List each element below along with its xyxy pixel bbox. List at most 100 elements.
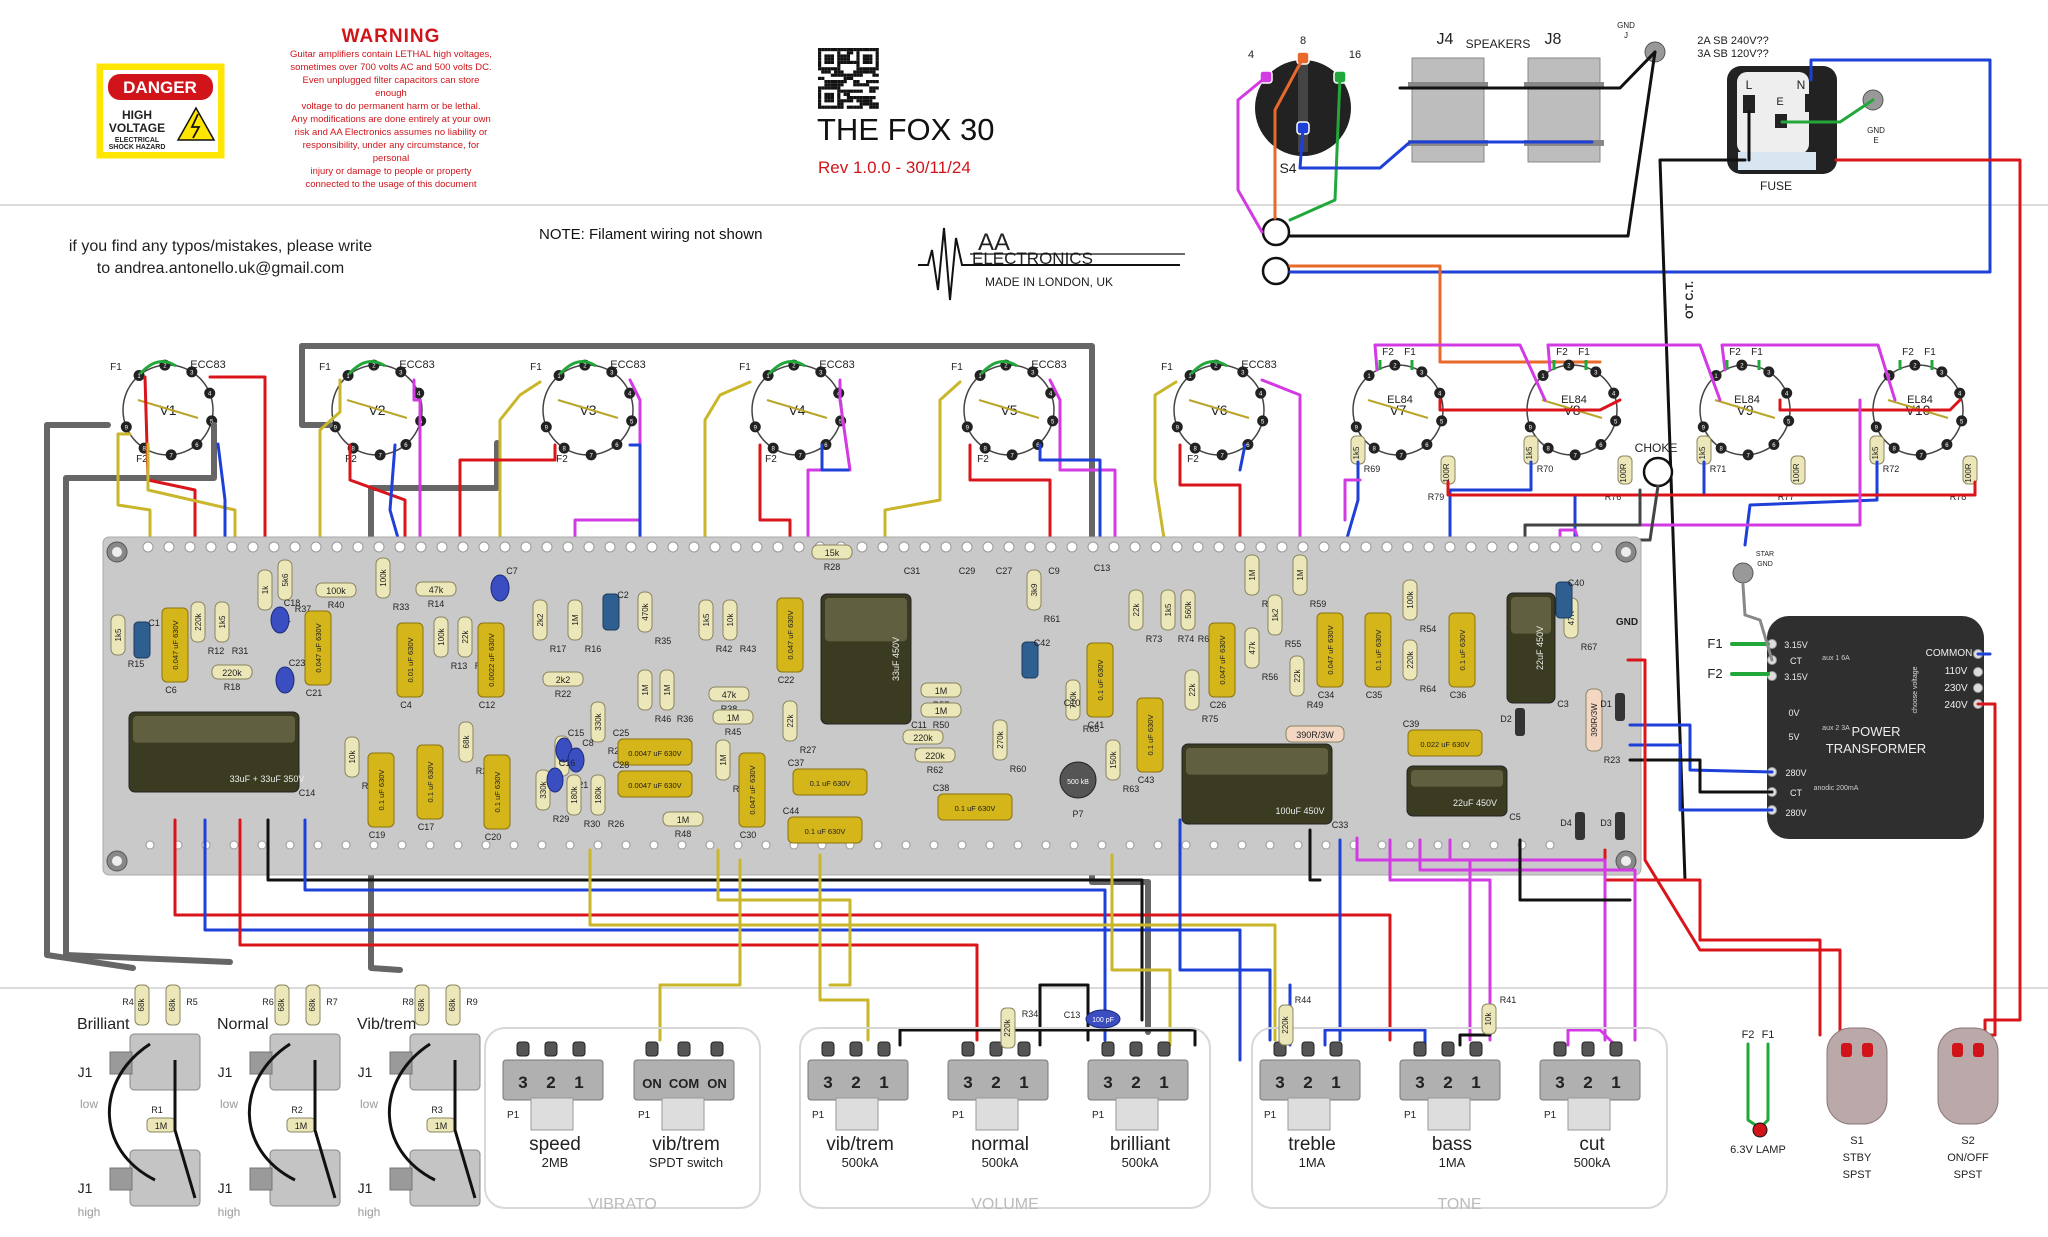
aux2-tap: 0V (1788, 708, 1799, 718)
pin-number: 1 (346, 374, 350, 380)
solder-pad (1444, 541, 1456, 553)
pot-name: bass (1432, 1134, 1472, 1155)
electrolytic-sheen (133, 716, 295, 743)
aux1-label: aux 1 6A (1822, 655, 1850, 662)
input-v-c: 1M (295, 1121, 308, 1131)
pot-value: 2MB (542, 1155, 569, 1170)
tube-pin (1006, 449, 1018, 461)
grey-wire (1523, 488, 1642, 547)
resistor-body (458, 721, 474, 763)
qr-module (837, 64, 841, 68)
qr-module (866, 83, 870, 87)
tube-v5: 123456789V5ECC83F1F2 (951, 359, 1067, 465)
resistor-id: R78 (1950, 492, 1967, 502)
tube-pin (1537, 370, 1549, 382)
pin-number: 7 (1919, 453, 1923, 459)
tube-pin (1189, 442, 1201, 454)
electrolytic-value: 33uF 450V (891, 637, 901, 681)
pot-value: SPDT switch (649, 1155, 723, 1170)
resistor-body (190, 601, 206, 643)
qr-module (837, 51, 841, 55)
transformer-lug (1973, 683, 1983, 693)
pot-p: P1 (507, 1110, 520, 1121)
diode-id: D4 (1560, 818, 1572, 828)
magenta-wire (1578, 398, 1862, 527)
input-v-c: 1M (155, 1121, 168, 1131)
tube-type: EL84 (1387, 394, 1413, 406)
danger-high: HIGH (122, 108, 152, 122)
aux2-tap: 5V (1788, 732, 1799, 742)
resistor-id: R64 (1420, 684, 1437, 694)
pot-pin: 1 (1611, 1073, 1620, 1092)
pin-number: 6 (1772, 443, 1776, 449)
solder-pad (919, 541, 931, 553)
resistor-value: 10k (726, 613, 735, 627)
pot-shaft (1115, 1097, 1159, 1131)
tube-wire (703, 380, 752, 547)
pot-pin: 1 (1471, 1073, 1480, 1092)
qr-module (853, 105, 857, 109)
resistor-body (1292, 554, 1308, 596)
pot-p: P1 (952, 1110, 965, 1121)
qr-module (853, 48, 857, 52)
qr-module (837, 86, 841, 90)
pin-number: 2 (1740, 364, 1744, 370)
resistor-value: 1M (677, 815, 690, 825)
tube-pin (624, 387, 636, 399)
tube-wire (318, 378, 342, 547)
component-id: C42 (1034, 638, 1051, 648)
yellow-wire (818, 853, 870, 1042)
qr-module (850, 60, 854, 64)
diode-body (1615, 812, 1625, 840)
tube-v2: 123456789V2ECC83F1F2 (319, 359, 435, 465)
electrolytic-value: 33uF + 33uF 350V (230, 774, 305, 784)
tube-wire (1038, 443, 1102, 547)
film-cap-body (617, 738, 693, 766)
c13-value: 100 pF (1092, 1017, 1114, 1024)
resistor-value: 180k (570, 785, 579, 803)
qr-module (830, 99, 834, 103)
shielded-cable (44, 422, 136, 971)
tube-pin (1216, 449, 1228, 461)
solder-pad (478, 541, 490, 553)
tube-pin (1936, 366, 1948, 378)
solder-pad (453, 840, 463, 850)
resistor-id: R76 (1605, 492, 1622, 502)
tube-pin (961, 421, 973, 433)
input-jack (269, 1033, 341, 1091)
tube-v3: 123456789V3ECC83F1F2 (530, 359, 646, 465)
pin-number: 9 (1702, 425, 1706, 431)
qr-module (869, 99, 873, 103)
resistor-value: 100k (326, 586, 346, 596)
tube-pin (767, 442, 779, 454)
pin-number: 5 (630, 419, 634, 425)
qr-module (866, 102, 870, 106)
qr-module (830, 67, 834, 71)
qr-module (850, 51, 854, 55)
diode-body (1615, 693, 1625, 721)
pot-shaft (661, 1097, 705, 1131)
pot-pin: 2 (1443, 1073, 1452, 1092)
resistor-id: R36 (677, 714, 694, 724)
pot-lug (1301, 1041, 1315, 1057)
pin-number: 4 (1958, 392, 1962, 398)
pot-lug (961, 1041, 975, 1057)
qr-module (862, 54, 866, 58)
resistor-body (110, 614, 126, 656)
pin-number: 4 (1785, 392, 1789, 398)
tube-wire (498, 380, 542, 547)
jack-ring (1524, 82, 1604, 88)
resistor-value: 1k5 (702, 613, 711, 626)
tube-wire (1048, 378, 1117, 547)
star-gnd-label: STAR (1756, 551, 1774, 558)
magenta-wire (1720, 343, 1897, 402)
speaker-jack-body (1527, 57, 1601, 163)
qr-module (834, 83, 838, 87)
tube-pin (1783, 415, 1795, 427)
gnd-j-label: J (1624, 31, 1628, 40)
